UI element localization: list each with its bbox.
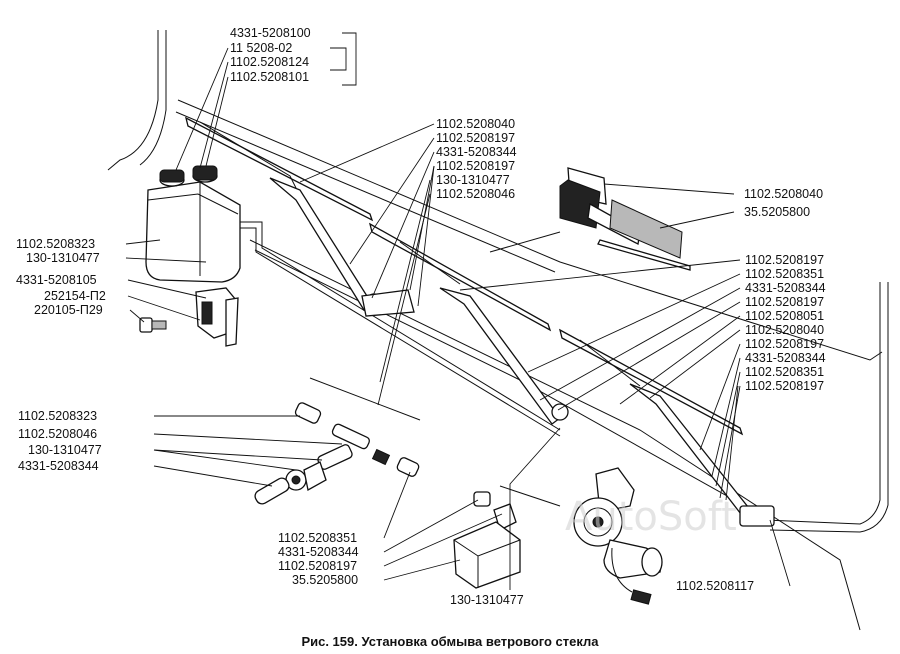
label-c6: 1102.5208046 (436, 187, 515, 201)
figure-caption: Рис. 159. Установка обмыва ветрового сте… (301, 634, 599, 649)
label-bc4: 35.5205800 (292, 573, 358, 587)
label-r2: 1102.5208351 (745, 267, 824, 281)
label-bc1: 1102.5208351 (278, 531, 357, 545)
label-l1: 1102.5208323 (16, 237, 95, 251)
label-l3: 4331-5208105 (16, 273, 97, 287)
washer-pump (559, 167, 691, 271)
label-l5: 220105-П29 (34, 303, 103, 317)
watermark: AutoSoft (565, 494, 737, 540)
label-tl2: 11 5208-02 (230, 41, 292, 55)
wiper-center (369, 222, 569, 425)
label-r7: 1102.5208197 (745, 337, 824, 351)
wiper-motor (573, 467, 663, 605)
bolt (139, 317, 167, 333)
label-tl1: 4331-5208100 (230, 26, 311, 40)
label-l4: 252154-П2 (44, 289, 106, 303)
label-l2: 130-1310477 (26, 251, 100, 265)
label-bc3: 1102.5208197 (278, 559, 357, 573)
tee-fitting-assembly (254, 402, 420, 505)
label-c2: 1102.5208197 (436, 131, 515, 145)
part-labels: 4331-5208100 11 5208-02 1102.5208124 110… (16, 26, 826, 607)
label-c4: 1102.5208197 (436, 159, 515, 173)
label-tl3: 1102.5208124 (230, 55, 309, 69)
label-m1: 1102.5208040 (744, 187, 823, 201)
label-bl3: 130-1310477 (28, 443, 102, 457)
label-r9: 1102.5208351 (745, 365, 824, 379)
label-r5: 1102.5208051 (745, 309, 824, 323)
wiper-right (559, 328, 775, 527)
label-bc2: 4331-5208344 (278, 545, 359, 559)
label-bot2: 1102.5208117 (676, 579, 754, 593)
label-c5: 130-1310477 (436, 173, 510, 187)
label-tl4: 1102.5208101 (230, 70, 309, 84)
label-bl2: 1102.5208046 (18, 427, 97, 441)
washer-reservoir (145, 165, 561, 437)
label-r1: 1102.5208197 (745, 253, 824, 267)
label-c1: 1102.5208040 (436, 117, 515, 131)
label-r6: 1102.5208040 (745, 323, 824, 337)
reservoir-bracket (195, 287, 239, 347)
nozzle-assembly (453, 491, 521, 589)
label-r3: 4331-5208344 (745, 281, 826, 295)
label-r10: 1102.5208197 (745, 379, 824, 393)
label-m2: 35.5205800 (744, 205, 810, 219)
leader-lines (125, 32, 791, 590)
label-bl4: 4331-5208344 (18, 459, 99, 473)
label-r4: 1102.5208197 (745, 295, 824, 309)
label-bl1: 1102.5208323 (18, 409, 97, 423)
label-bot1: 130-1310477 (450, 593, 524, 607)
label-c3: 4331-5208344 (436, 145, 517, 159)
label-r8: 4331-5208344 (745, 351, 826, 365)
